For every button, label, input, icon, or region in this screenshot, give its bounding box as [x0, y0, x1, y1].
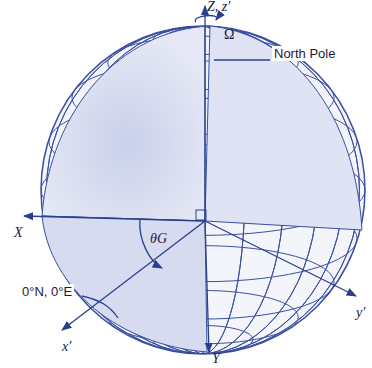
globe-grid	[41, 26, 365, 354]
callout-label: North Pole	[272, 46, 337, 61]
y-axis	[205, 221, 209, 352]
x-axis	[24, 216, 205, 221]
cut-plane	[205, 26, 362, 230]
rotation-arrow	[195, 16, 217, 22]
axis-label: y′	[356, 306, 365, 320]
callout-label: 0°N, 0°E	[20, 284, 74, 299]
leader-line	[82, 296, 118, 318]
axis-label: Y	[212, 352, 220, 366]
axis-label: x′	[62, 340, 71, 354]
angle-label: θG	[150, 232, 167, 246]
rotation-symbol: Ω	[224, 28, 234, 42]
z-axis	[204, 6, 205, 221]
axis-label: X	[14, 226, 23, 240]
y-prime-axis	[205, 221, 356, 296]
globe-outline	[41, 26, 365, 354]
axis-label: Z, z′	[207, 0, 230, 14]
cut-plane	[42, 26, 210, 221]
leader-line	[214, 59, 270, 60]
x-prime-axis	[62, 221, 205, 330]
